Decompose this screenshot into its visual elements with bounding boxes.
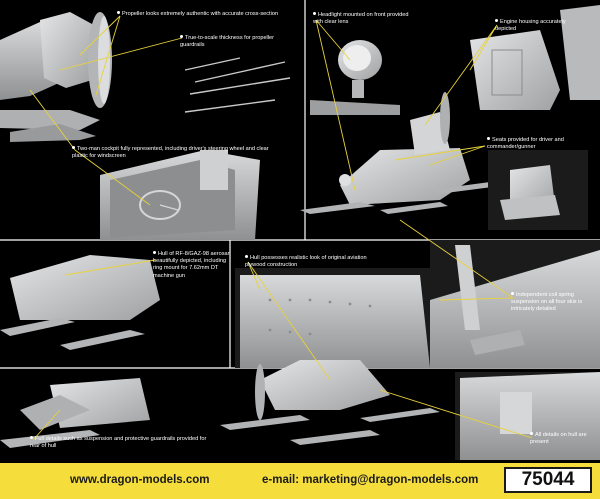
callout-text: True-to-scale thickness for propeller gu…	[180, 35, 275, 49]
main-aerosan	[300, 92, 500, 214]
aerosan-bottom	[220, 360, 440, 445]
callout-text: Headlight mounted on front provided with…	[313, 12, 409, 26]
product-code: 75044	[504, 467, 592, 493]
bullet-icon	[313, 12, 316, 15]
bullet-icon	[153, 251, 156, 254]
footer-bar: www.dragon-models.com e-mail: marketing@…	[0, 463, 600, 499]
guardrail-parts	[184, 57, 291, 113]
callout-text: Hull of RF-8/GAZ-98 aerosan beautifully …	[153, 251, 231, 279]
seat-closeup	[488, 150, 588, 230]
callout-hull-details: All details on hull are present	[530, 432, 596, 446]
bullet-icon	[495, 19, 498, 22]
callout-plywood: Hull possesses realistic look of origina…	[245, 255, 380, 269]
callout-text: Full details such as suspension and prot…	[30, 436, 207, 450]
callout-text: Independent coil spring suspension on al…	[511, 292, 583, 313]
bullet-icon	[117, 11, 120, 14]
bullet-icon	[511, 292, 514, 295]
callout-engine: Engine housing accurately depicted	[495, 19, 585, 33]
callout-text: All details on hull are present	[530, 432, 587, 446]
rear-detail	[0, 378, 150, 448]
callout-propeller: Propeller looks extremely authentic with…	[117, 11, 317, 18]
callout-text: Propeller looks extremely authentic with…	[122, 11, 279, 17]
callout-text: Two-man cockpit fully represented, inclu…	[72, 146, 269, 160]
hull-details	[455, 372, 600, 460]
callout-text: Engine housing accurately depicted	[495, 19, 566, 33]
cockpit-closeup	[100, 150, 260, 240]
bullet-icon	[487, 137, 490, 140]
bullet-icon	[180, 35, 183, 38]
callout-cockpit: Two-man cockpit fully represented, inclu…	[72, 146, 282, 160]
callout-headlight: Headlight mounted on front provided with…	[313, 12, 411, 26]
propeller-closeup	[0, 12, 112, 142]
bullet-icon	[30, 436, 33, 439]
callout-hull: Hull of RF-8/GAZ-98 aerosan beautifully …	[153, 251, 231, 280]
bullet-icon	[245, 255, 248, 258]
suspension-detail	[430, 240, 600, 368]
hull-view	[0, 255, 160, 350]
bullet-icon	[72, 146, 75, 149]
website-link[interactable]: www.dragon-models.com	[70, 474, 210, 486]
callout-guardrails: True-to-scale thickness for propeller gu…	[180, 35, 298, 49]
engine-closeup	[470, 5, 600, 110]
callout-seats: Seats provided for driver and commander/…	[487, 137, 592, 151]
callout-suspension: Independent coil spring suspension on al…	[511, 292, 595, 314]
email-link[interactable]: e-mail: marketing@dragon-models.com	[262, 474, 479, 486]
leader-lines	[29, 15, 533, 441]
headlight-closeup	[310, 40, 400, 115]
model-artwork	[0, 0, 600, 460]
callout-text: Hull possesses realistic look of origina…	[245, 255, 367, 269]
bullet-icon	[530, 432, 533, 435]
plywood-detail	[235, 268, 435, 368]
callout-rear: Full details such as suspension and prot…	[30, 436, 210, 450]
callout-text: Seats provided for driver and commander/…	[487, 137, 564, 151]
